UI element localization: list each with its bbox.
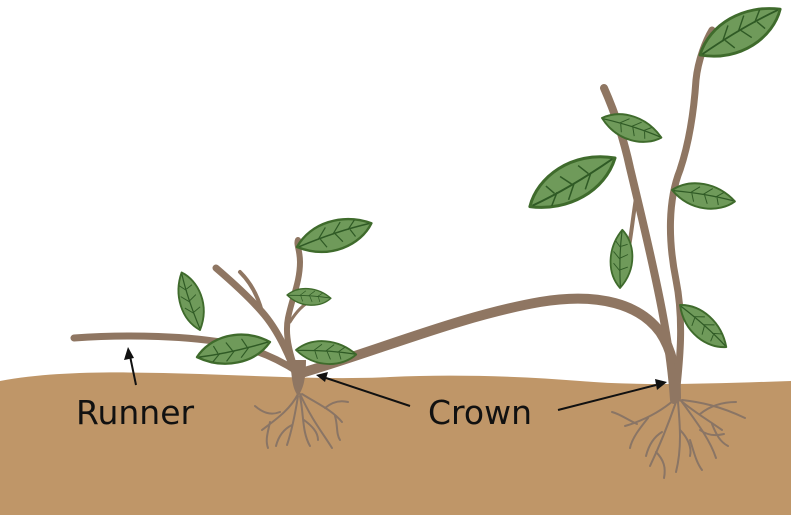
crown-arrow-left — [316, 372, 411, 407]
left-plant-leaves — [174, 214, 376, 372]
crown-label: Crown — [428, 393, 532, 432]
arrows — [124, 347, 667, 411]
runner-arrow — [124, 347, 137, 386]
right-plant-stems — [600, 26, 716, 404]
crown-arrow-right — [557, 379, 667, 411]
soil — [0, 372, 791, 515]
left-roots — [254, 393, 349, 449]
runner-label: Runner — [76, 393, 194, 432]
right-roots — [611, 399, 746, 479]
